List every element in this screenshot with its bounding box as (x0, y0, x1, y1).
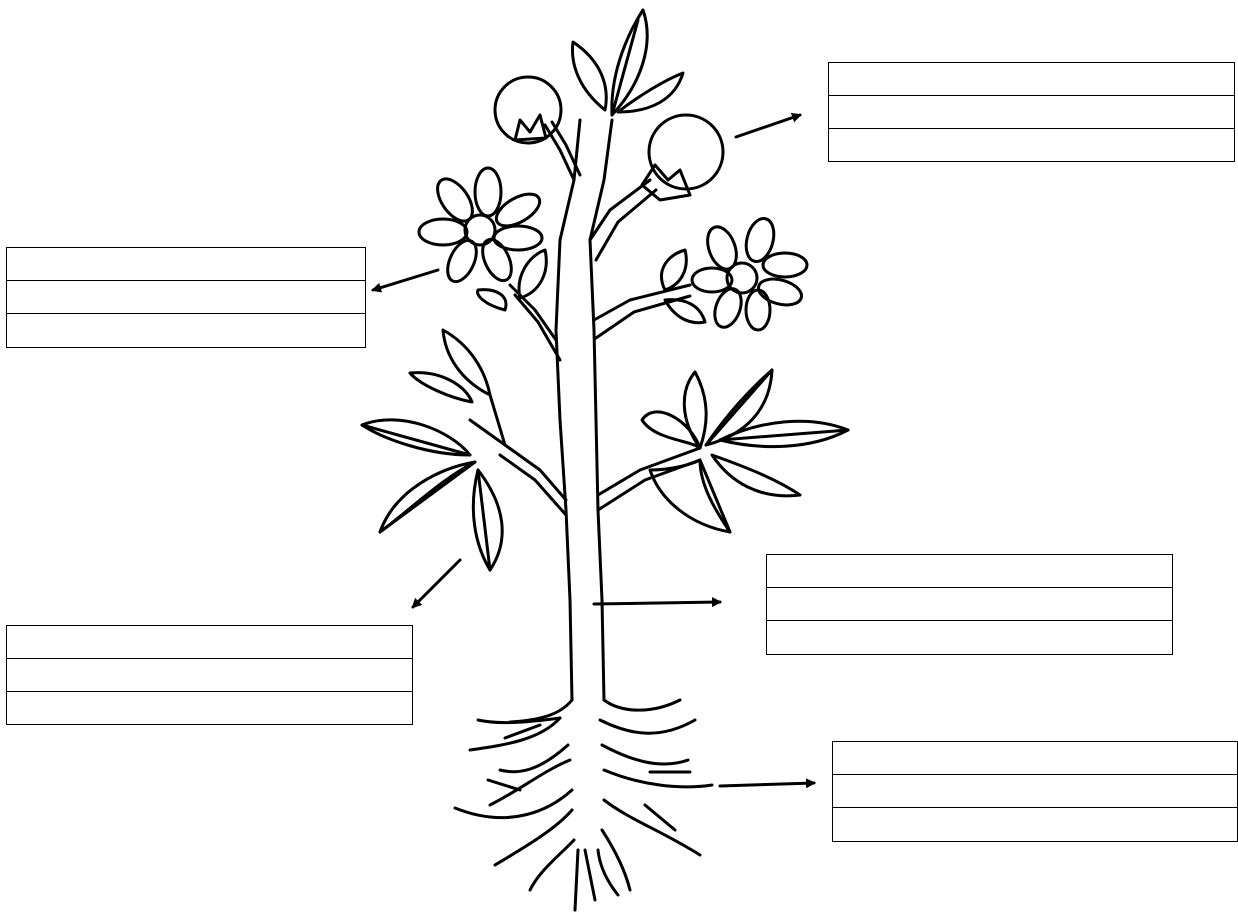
label-line-2[interactable] (7, 281, 365, 313)
branches (470, 122, 700, 515)
pointer-arrows (373, 115, 814, 786)
label-line-3[interactable] (7, 692, 412, 725)
label-box-fruit (828, 62, 1235, 162)
label-line-3[interactable] (767, 621, 1172, 654)
arrow-icon (720, 783, 814, 786)
label-box-stem (766, 554, 1173, 655)
roots (455, 718, 712, 910)
leaves-left (362, 330, 502, 570)
arrow-icon (373, 270, 438, 290)
label-line-2[interactable] (833, 775, 1237, 807)
label-line-3[interactable] (833, 808, 1237, 841)
label-line-3[interactable] (829, 129, 1234, 162)
label-line-1[interactable] (7, 248, 365, 280)
top-leaves (572, 10, 683, 115)
label-box-root (832, 741, 1238, 842)
label-line-1[interactable] (829, 63, 1234, 95)
arrow-icon (594, 602, 720, 604)
leaves-right (642, 370, 848, 532)
label-box-flower (6, 247, 366, 348)
label-line-1[interactable] (833, 742, 1237, 774)
label-line-2[interactable] (7, 659, 412, 691)
flower-left (419, 168, 546, 310)
arrow-icon (736, 115, 800, 137)
arrow-icon (413, 560, 460, 607)
label-box-leaf (6, 625, 413, 725)
fruit-right (642, 115, 723, 200)
label-line-1[interactable] (767, 555, 1172, 587)
label-line-1[interactable] (7, 626, 412, 658)
flower-right (662, 215, 807, 331)
label-line-3[interactable] (7, 314, 365, 347)
label-line-2[interactable] (829, 96, 1234, 128)
label-line-2[interactable] (767, 588, 1172, 620)
fruit-left (495, 77, 561, 143)
